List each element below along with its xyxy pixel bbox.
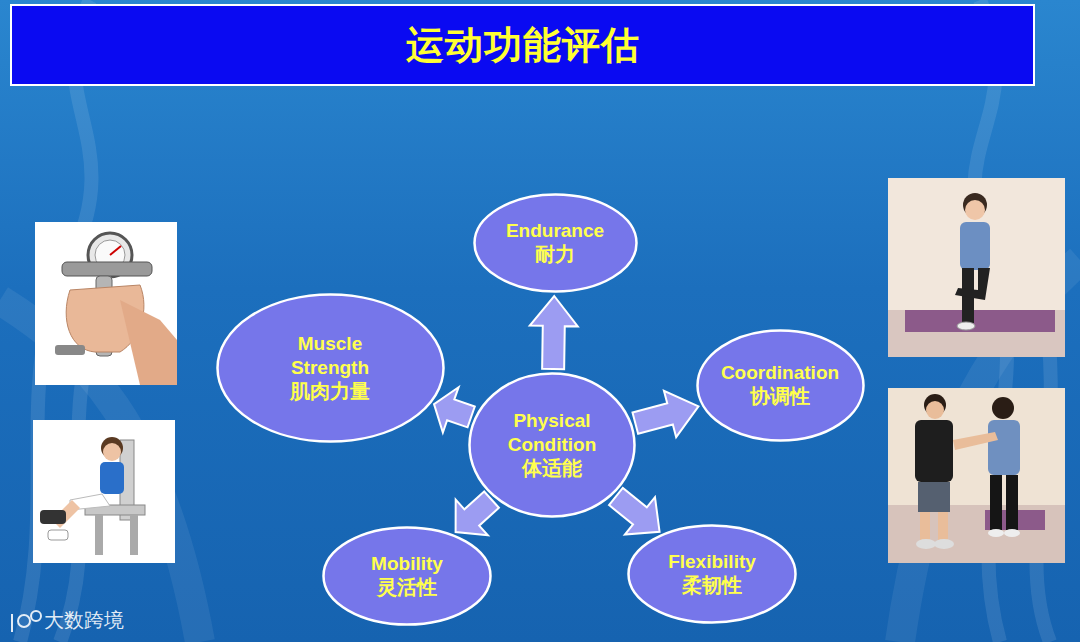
english-label: Flexibility bbox=[668, 550, 756, 573]
flexibility-photo bbox=[888, 388, 1065, 563]
ellipse-outline bbox=[627, 524, 797, 624]
english-label: Muscle Strength bbox=[268, 332, 393, 378]
english-label: Endurance bbox=[506, 219, 604, 242]
english-label: Mobility bbox=[371, 552, 443, 575]
ellipse-shape bbox=[629, 526, 796, 623]
dynamometer-photo bbox=[35, 222, 177, 385]
ellipse-shape bbox=[474, 195, 636, 292]
node-content: Muscle Strength肌肉力量 bbox=[216, 293, 445, 443]
node-content: Mobility灵活性 bbox=[322, 526, 492, 626]
chinese-label: 肌肉力量 bbox=[290, 379, 370, 404]
category-ellipse: Coordination协调性 bbox=[696, 329, 865, 442]
title: 运动功能评估 bbox=[406, 20, 640, 71]
block-arrow bbox=[632, 391, 698, 437]
block-arrow bbox=[530, 296, 578, 369]
category-ellipse: Muscle Strength肌肉力量 bbox=[216, 293, 445, 443]
central-ellipse: Physical Condition体适能 bbox=[468, 372, 636, 518]
chinese-label: 灵活性 bbox=[377, 575, 437, 600]
ellipse-outline bbox=[322, 526, 492, 626]
english-label: Coordination bbox=[721, 361, 839, 384]
node-content: Coordination协调性 bbox=[696, 329, 865, 442]
ellipse-shape bbox=[217, 295, 443, 442]
chinese-label: 协调性 bbox=[750, 384, 810, 409]
title-banner: 运动功能评估 bbox=[10, 4, 1035, 86]
node-content: Flexibility柔韧性 bbox=[627, 524, 797, 624]
ellipse-shape bbox=[324, 528, 491, 625]
chinese-label: 体适能 bbox=[522, 456, 582, 481]
chinese-label: 柔韧性 bbox=[682, 573, 742, 598]
node-content: Physical Condition体适能 bbox=[468, 372, 636, 518]
watermark: 大数跨境 bbox=[44, 609, 124, 631]
chinese-label: 耐力 bbox=[535, 242, 575, 267]
category-ellipse: Endurance耐力 bbox=[473, 193, 638, 293]
block-arrow bbox=[434, 387, 475, 432]
leg-extension-photo bbox=[33, 420, 175, 563]
ellipse-outline bbox=[696, 329, 865, 442]
english-label: Physical Condition bbox=[496, 409, 608, 455]
balance-photo bbox=[888, 178, 1065, 357]
node-content: Endurance耐力 bbox=[473, 193, 638, 293]
category-ellipse: Flexibility柔韧性 bbox=[627, 524, 797, 624]
block-arrow bbox=[456, 491, 499, 535]
watermark-icon bbox=[12, 611, 41, 632]
category-ellipse: Mobility灵活性 bbox=[322, 526, 492, 626]
ellipse-shape bbox=[470, 374, 635, 517]
ellipse-outline bbox=[473, 193, 638, 293]
block-arrow bbox=[609, 488, 660, 535]
ellipse-shape bbox=[697, 330, 863, 440]
